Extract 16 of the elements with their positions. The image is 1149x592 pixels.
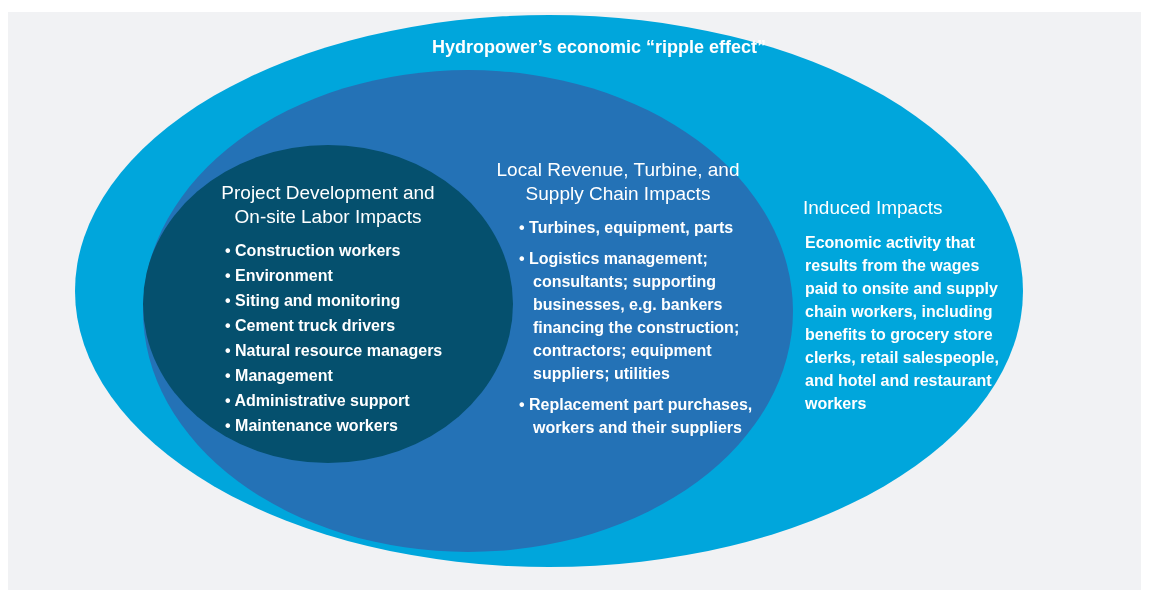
ellipse-heading: Hydropower’s economic “ripple effect” <box>430 36 768 59</box>
section-heading: Local Revenue, Turbine, and Supply Chain Impacts <box>495 158 741 206</box>
bullet-item: • Construction workers <box>225 241 402 261</box>
section-heading: Induced Impacts <box>803 196 944 220</box>
bullet-item: • Maintenance workers <box>225 416 399 436</box>
bullet-item: • Cement truck drivers <box>225 316 397 336</box>
bullet-item: • Management <box>225 366 334 386</box>
bullet-item: • Natural resource managers <box>225 341 444 361</box>
description-text: Economic activity that results from the wages paid to onsite and supply chain workers, including benefits to grocery store clerks, retail salespeople, and hotel and restaurant workers <box>805 233 1000 414</box>
section-heading: Project Development and On-site Labor Impacts <box>220 181 436 229</box>
bullet-item: • Replacement part purchases, workers and their suppliers <box>519 395 754 438</box>
bullet-item: • Turbines, equipment, parts <box>519 218 735 238</box>
bullet-item: • Administrative support <box>225 391 411 411</box>
bullet-item: • Logistics management; consultants; supporting businesses, e.g. bankers financing the construction; contractors; equipment suppliers; utilities <box>519 249 741 384</box>
bullet-item: • Siting and monitoring <box>225 291 402 311</box>
bullet-item: • Environment <box>225 266 334 286</box>
